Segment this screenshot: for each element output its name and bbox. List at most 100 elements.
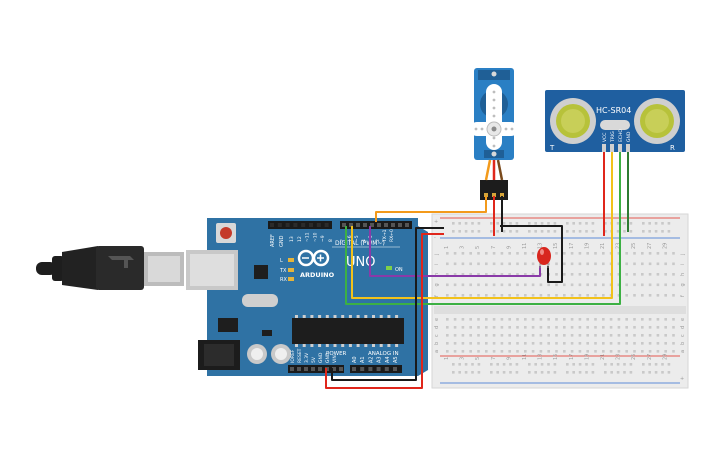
breadboard-hole[interactable] <box>477 318 480 321</box>
breadboard-hole[interactable] <box>664 318 667 321</box>
breadboard-hole[interactable] <box>492 342 496 345</box>
breadboard-hole[interactable] <box>508 342 511 345</box>
breadboard-hole[interactable] <box>641 342 644 345</box>
breadboard-hole[interactable] <box>555 326 558 329</box>
breadboard-hole[interactable] <box>453 252 457 255</box>
rail-hole[interactable] <box>610 363 613 366</box>
header-pin[interactable] <box>285 223 290 227</box>
rail-hole[interactable] <box>661 230 664 233</box>
breadboard-hole[interactable] <box>586 252 589 255</box>
rail-hole[interactable] <box>477 371 481 374</box>
breadboard-hole[interactable] <box>485 326 488 329</box>
rail-hole[interactable] <box>509 230 512 233</box>
breadboard-hole[interactable] <box>656 252 660 255</box>
breadboard-hole[interactable] <box>555 252 558 255</box>
breadboard-hole[interactable] <box>586 262 589 266</box>
breadboard-hole[interactable] <box>508 326 511 329</box>
breadboard-hole[interactable] <box>453 318 457 321</box>
rail-hole[interactable] <box>547 363 550 366</box>
breadboard-hole[interactable] <box>461 262 465 266</box>
rail-hole[interactable] <box>654 363 658 366</box>
breadboard-hole[interactable] <box>578 334 582 337</box>
breadboard-hole[interactable] <box>469 273 472 276</box>
rail-hole[interactable] <box>585 363 588 366</box>
header-pin[interactable] <box>304 367 308 371</box>
rail-hole[interactable] <box>578 222 582 225</box>
header-pin[interactable] <box>384 223 388 227</box>
rail-hole[interactable] <box>515 222 519 225</box>
breadboard-hole[interactable] <box>578 252 582 255</box>
rail-hole[interactable] <box>578 363 582 366</box>
rail-hole[interactable] <box>477 363 481 366</box>
breadboard-hole[interactable] <box>617 283 621 287</box>
header-pin[interactable] <box>332 367 336 371</box>
breadboard-hole[interactable] <box>446 252 449 255</box>
rail-hole[interactable] <box>648 363 651 366</box>
rail-hole[interactable] <box>452 230 455 233</box>
breadboard-hole[interactable] <box>594 342 597 345</box>
header-pin[interactable] <box>318 367 322 371</box>
breadboard-hole[interactable] <box>547 283 550 287</box>
rail-hole[interactable] <box>553 371 557 374</box>
breadboard-hole[interactable] <box>664 334 667 337</box>
breadboard-hole[interactable] <box>672 294 675 297</box>
breadboard-hole[interactable] <box>578 294 582 297</box>
rail-hole[interactable] <box>496 222 499 225</box>
rail-hole[interactable] <box>616 363 620 366</box>
rail-hole[interactable] <box>452 363 455 366</box>
breadboard-hole[interactable] <box>570 334 574 337</box>
breadboard-hole[interactable] <box>446 262 449 266</box>
breadboard-hole[interactable] <box>664 326 667 329</box>
breadboard-hole[interactable] <box>539 342 543 345</box>
breadboard-hole[interactable] <box>492 326 496 329</box>
breadboard-hole[interactable] <box>570 342 574 345</box>
rail-hole[interactable] <box>572 371 575 374</box>
breadboard-hole[interactable] <box>617 262 621 266</box>
breadboard-hole[interactable] <box>586 283 589 287</box>
rail-hole[interactable] <box>604 230 607 233</box>
breadboard-hole[interactable] <box>477 294 480 297</box>
rail-hole[interactable] <box>578 371 582 374</box>
breadboard-hole[interactable] <box>633 273 636 276</box>
breadboard-hole[interactable] <box>485 262 488 266</box>
rail-hole[interactable] <box>509 371 512 374</box>
breadboard-hole[interactable] <box>477 283 480 287</box>
rail-hole[interactable] <box>490 222 493 225</box>
breadboard-hole[interactable] <box>664 262 667 266</box>
rail-hole[interactable] <box>490 371 493 374</box>
breadboard-hole[interactable] <box>524 294 527 297</box>
breadboard-hole[interactable] <box>586 326 589 329</box>
breadboard-hole[interactable] <box>664 283 667 287</box>
breadboard-hole[interactable] <box>586 350 589 353</box>
breadboard-hole[interactable] <box>594 283 597 287</box>
breadboard-hole[interactable] <box>609 350 613 353</box>
breadboard-hole[interactable] <box>446 342 449 345</box>
breadboard-hole[interactable] <box>602 318 605 321</box>
breadboard-hole[interactable] <box>563 334 566 337</box>
rail-hole[interactable] <box>471 222 474 225</box>
breadboard-hole[interactable] <box>446 294 449 297</box>
breadboard-hole[interactable] <box>570 273 574 276</box>
breadboard-hole[interactable] <box>492 294 496 297</box>
breadboard-hole[interactable] <box>524 273 527 276</box>
breadboard-hole[interactable] <box>524 283 527 287</box>
breadboard-hole[interactable] <box>469 318 472 321</box>
breadboard-hole[interactable] <box>446 326 449 329</box>
breadboard-hole[interactable] <box>672 262 675 266</box>
rail-hole[interactable] <box>566 230 569 233</box>
breadboard-hole[interactable] <box>617 294 621 297</box>
breadboard-hole[interactable] <box>602 350 605 353</box>
breadboard-hole[interactable] <box>508 318 511 321</box>
header-pin[interactable] <box>339 367 343 371</box>
breadboard-hole[interactable] <box>672 326 675 329</box>
header-pin[interactable] <box>376 367 381 371</box>
breadboard-hole[interactable] <box>641 350 644 353</box>
breadboard-hole[interactable] <box>461 318 465 321</box>
breadboard-hole[interactable] <box>648 283 652 287</box>
breadboard-hole[interactable] <box>633 252 636 255</box>
breadboard-hole[interactable] <box>469 334 472 337</box>
breadboard-hole[interactable] <box>625 318 628 321</box>
breadboard-hole[interactable] <box>516 294 519 297</box>
rail-hole[interactable] <box>642 230 645 233</box>
breadboard-hole[interactable] <box>469 342 472 345</box>
